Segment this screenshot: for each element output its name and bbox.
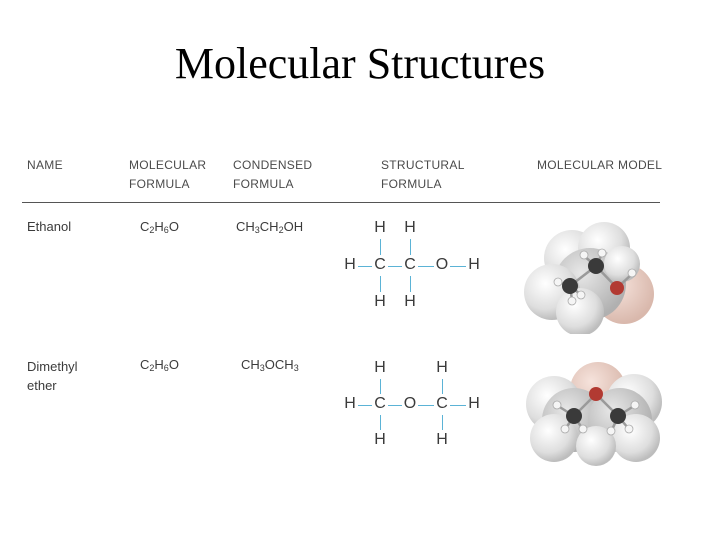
header-divider (22, 202, 660, 203)
bond (358, 266, 372, 267)
atom-c-2: C (404, 256, 416, 273)
bond (380, 415, 381, 430)
bond (418, 266, 434, 267)
bond (380, 239, 381, 255)
atom-h-bottom-2: H (404, 293, 416, 310)
atom-h-right: H (468, 256, 480, 273)
atom-c-1: C (374, 256, 386, 273)
atom-o: O (403, 395, 417, 412)
atom-h-top-2: H (404, 219, 416, 236)
bond (380, 379, 381, 394)
atom-h-top-1: H (374, 219, 386, 236)
row-dimethyl-ether-structural-formula: H H H C O C H H H (340, 355, 500, 455)
atom-h-left: H (344, 395, 356, 412)
hydrogen-sphere (604, 246, 640, 282)
bond (358, 405, 372, 406)
bond (450, 266, 466, 267)
atom-h-right: H (468, 395, 480, 412)
row-ethanol-name: Ethanol (27, 219, 72, 234)
header-molecular-formula: MOLECULAR FORMULA (129, 158, 207, 191)
atom-h-top-1: H (374, 359, 386, 376)
row-ethanol-molecular-formula: C2H6O (140, 219, 179, 235)
bond (442, 415, 443, 430)
hydrogen-sphere (576, 426, 616, 466)
row-dimethyl-ether-molecular-formula: C2H6O (140, 357, 179, 373)
bond (410, 239, 411, 255)
hydrogen-sphere (612, 414, 660, 462)
header-condensed-formula: CONDENSED FORMULA (233, 158, 313, 191)
bond (388, 405, 402, 406)
row-ethanol-condensed-formula: CH3CH2OH (236, 219, 304, 235)
atom-c-1: C (374, 395, 386, 412)
bond (388, 266, 402, 267)
header-structural-formula: STRUCTURAL FORMULA (381, 158, 465, 191)
atom-h-bottom-2: H (436, 431, 448, 448)
atom-h-left: H (344, 256, 356, 273)
bond (418, 405, 434, 406)
slide-title: Molecular Structures (174, 39, 546, 88)
header-molecular-model: MOLECULAR MODEL (537, 158, 663, 172)
row-dimethyl-ether-name: Dimethyl ether (27, 359, 78, 393)
bond (380, 276, 381, 292)
dimethyl-ether-molecular-model (526, 362, 662, 466)
atom-o: O (435, 256, 449, 273)
row-dimethyl-ether-condensed-formula: CH3OCH3 (241, 357, 299, 373)
bond (442, 379, 443, 394)
atom-c-2: C (436, 395, 448, 412)
ethanol-molecular-model (524, 222, 654, 334)
bond (450, 405, 466, 406)
row-ethanol-structural-formula: H H H C C O H H H (340, 215, 500, 315)
atom-h-bottom-1: H (374, 293, 386, 310)
header-name: NAME (27, 158, 63, 172)
atom-h-top-2: H (436, 359, 448, 376)
atom-h-bottom-1: H (374, 431, 386, 448)
bond (410, 276, 411, 292)
